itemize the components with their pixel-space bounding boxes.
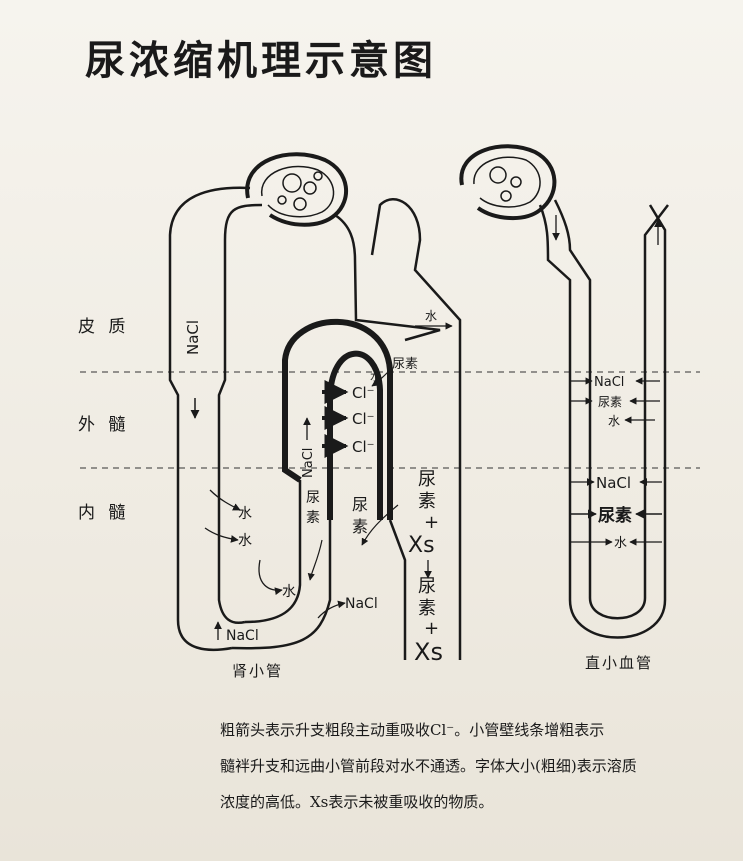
label-urea-ascending-1: 尿 (306, 490, 320, 506)
caption: 粗箭头表示升支粗段主动重吸收Cl⁻。小管壁线条增粗表示 髓袢升支和远曲小管前段对… (220, 712, 720, 820)
label-cl-3: Cl⁻ (352, 438, 375, 456)
label-urea-collect-2: 素 (352, 517, 368, 536)
zone-label-cortex: 皮 质 (78, 317, 130, 337)
label-water-1: 水 (238, 506, 252, 522)
label-water-2: 水 (238, 533, 252, 549)
label-vasa-water-1: 水 (608, 414, 620, 428)
cl-arrows: Cl⁻ Cl⁻ Cl⁻ (322, 380, 375, 458)
label-urea-duct-3: 尿 (418, 576, 436, 597)
label-plus-1: + (424, 512, 439, 533)
label-water-distal: 水 (425, 309, 437, 323)
label-vasa-water-2: 水 (614, 536, 627, 551)
label-water-3: 水 (282, 584, 296, 600)
label-nacl-ascending: NaCl (301, 448, 316, 478)
nephron-tubule (168, 152, 462, 660)
label-cl-1: Cl⁻ (352, 384, 375, 402)
label-urea-top: 尿素 (392, 357, 418, 372)
label-urea-duct-2: 素 (418, 491, 436, 512)
caption-line-1: 粗箭头表示升支粗段主动重吸收Cl⁻。小管壁线条增粗表示 (220, 721, 605, 739)
label-vasa-nacl-2: NaCl (596, 474, 631, 492)
label-urea-duct-4: 素 (418, 598, 436, 619)
label-water-top: 水 (370, 370, 381, 383)
label-urea-ascending-2: 素 (306, 510, 320, 526)
arrow-urea-top (371, 371, 389, 387)
label-nacl-proximal: NaCl (184, 320, 202, 355)
label-vasa-recta: 直小血管 (585, 654, 654, 672)
label-tubule: 肾小管 (232, 662, 284, 680)
label-vasa-urea-2: 尿素 (598, 506, 632, 526)
zone-label-inner-medulla: 内 髓 (78, 503, 130, 523)
caption-line-3: 浓度的高低。Xs表示未被重吸收的物质。 (220, 793, 494, 811)
arrow-nacl-thin (317, 600, 346, 619)
arrow-water-3 (258, 559, 283, 595)
label-xs-2: Xs (414, 638, 443, 666)
arrow-water-1 (209, 489, 241, 511)
arrow-urea-collect (361, 504, 399, 546)
label-cl-2: Cl⁻ (352, 410, 375, 428)
label-plus-2: + (424, 618, 439, 639)
caption-line-2: 髓袢升支和远曲小管前段对水不通透。字体大小(粗细)表示溶质 (220, 757, 637, 775)
label-vasa-urea-1: 尿素 (598, 395, 622, 409)
label-nacl-thin: NaCl (345, 596, 378, 612)
zone-label-outer-medulla: 外 髓 (78, 415, 130, 435)
label-urea-duct-1: 尿 (418, 469, 436, 490)
page-title: 尿浓缩机理示意图 (85, 37, 437, 84)
vasa-recta (459, 144, 669, 639)
label-xs-1: Xs (408, 533, 435, 558)
vasa-glomerulus (459, 144, 557, 221)
arrow-water-2 (204, 527, 239, 543)
arrow-urea-ascending (307, 539, 323, 581)
label-urea-collect-1: 尿 (352, 495, 368, 514)
glomerulus (245, 152, 349, 227)
label-nacl-bottom: NaCl (226, 628, 259, 644)
label-vasa-nacl-1: NaCl (594, 375, 624, 390)
